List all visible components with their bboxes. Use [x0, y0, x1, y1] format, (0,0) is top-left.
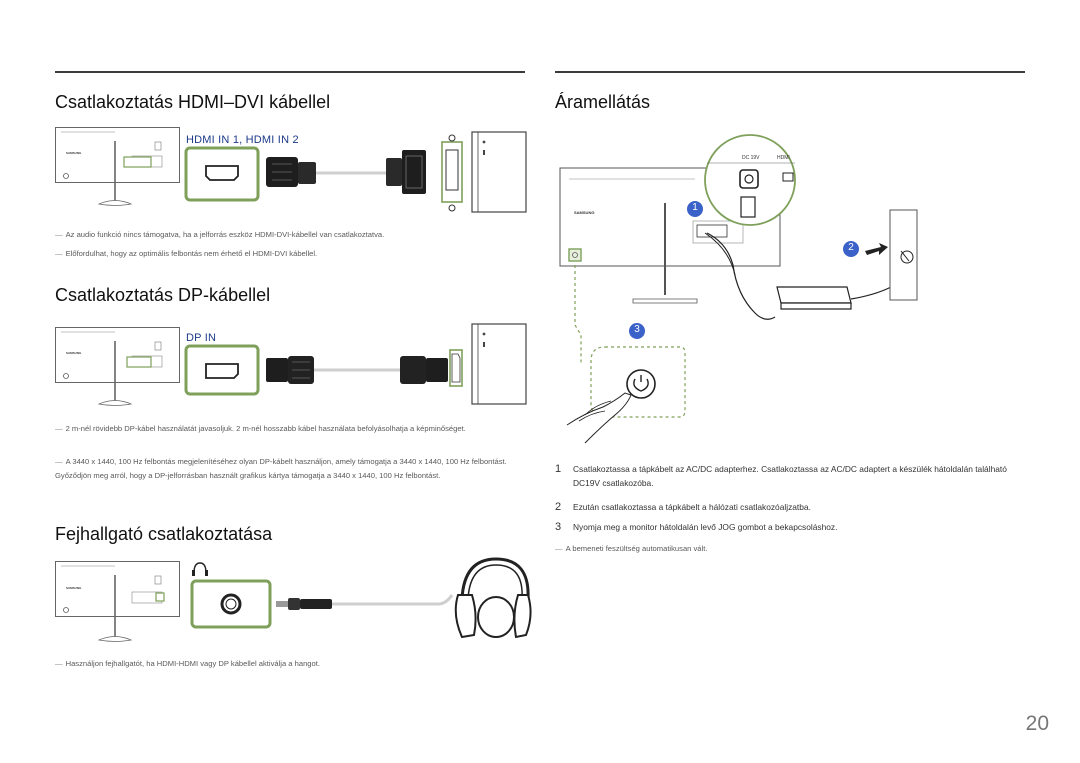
dp-note-2: ―A 3440 x 1440, 100 Hz felbontás megjele… [55, 457, 507, 480]
hdmi-note-2: ―Előfordulhat, hogy az optimális felbont… [55, 249, 318, 258]
hdmi-dvi-connection-diagram [184, 131, 527, 213]
port-label-hdmi: HDMI [777, 155, 790, 161]
power-connection-diagram [559, 134, 918, 444]
power-step-3: 3 Nyomja meg a monitor hátoldalán levő J… [555, 521, 838, 533]
monitor-back-dp [55, 327, 180, 406]
hdmi-port-label: HDMI IN 1, HDMI IN 2 [186, 134, 299, 146]
port-label-dc19v: DC 19V [742, 155, 760, 161]
monitor-back-headphone [55, 561, 180, 642]
page-number: 20 [1025, 712, 1049, 735]
samsung-logo-dp: SAMSUNG [66, 351, 82, 355]
power-step-1: 1 Csatlakoztassa a tápkábelt az AC/DC ad… [555, 463, 1007, 488]
hdmi-section-title: Csatlakoztatás HDMI–DVI kábellel [55, 92, 331, 112]
left-top-rule [55, 71, 525, 73]
power-note: ―A bemeneti feszültség automatikusan vál… [555, 544, 708, 553]
right-top-rule [555, 71, 1025, 73]
dp-section-title: Csatlakoztatás DP-kábellel [55, 285, 271, 305]
badge-2: 2 [848, 242, 854, 253]
dp-port-label: DP IN [186, 332, 217, 344]
headphone-section-title: Fejhallgató csatlakoztatása [55, 524, 273, 544]
headphone-connection-diagram [190, 557, 532, 639]
samsung-logo-hdmi: SAMSUNG [66, 151, 82, 155]
hdmi-note-1: ―Az audio funkció nincs támogatva, ha a … [55, 230, 385, 239]
headphone-note-1: ―Használjon fejhallgatót, ha HDMI-HDMI v… [55, 659, 320, 668]
badge-1: 1 [692, 202, 698, 213]
samsung-logo-headphone: SAMSUNG [66, 586, 82, 590]
power-section-title: Áramellátás [555, 92, 651, 112]
dp-connection-diagram [184, 323, 527, 405]
power-step-2: 2 Ezután csatlakoztassa a tápkábelt a há… [555, 501, 811, 513]
monitor-back-hdmi [55, 127, 180, 206]
dp-note-1: ―2 m-nél rövidebb DP-kábel használatát j… [55, 424, 466, 433]
badge-3: 3 [634, 324, 640, 335]
samsung-logo-power: SAMSUNG [574, 210, 595, 215]
